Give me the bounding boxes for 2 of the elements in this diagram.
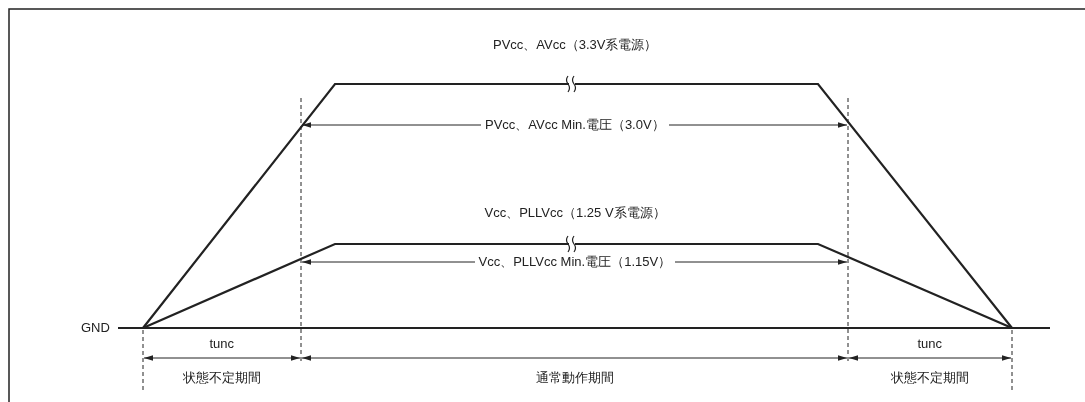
dimension-label: PVcc、AVcc Min.電圧（3.0V） xyxy=(481,117,669,133)
dimension-label: Vcc、PLLVcc Min.電圧（1.15V） xyxy=(474,254,676,270)
